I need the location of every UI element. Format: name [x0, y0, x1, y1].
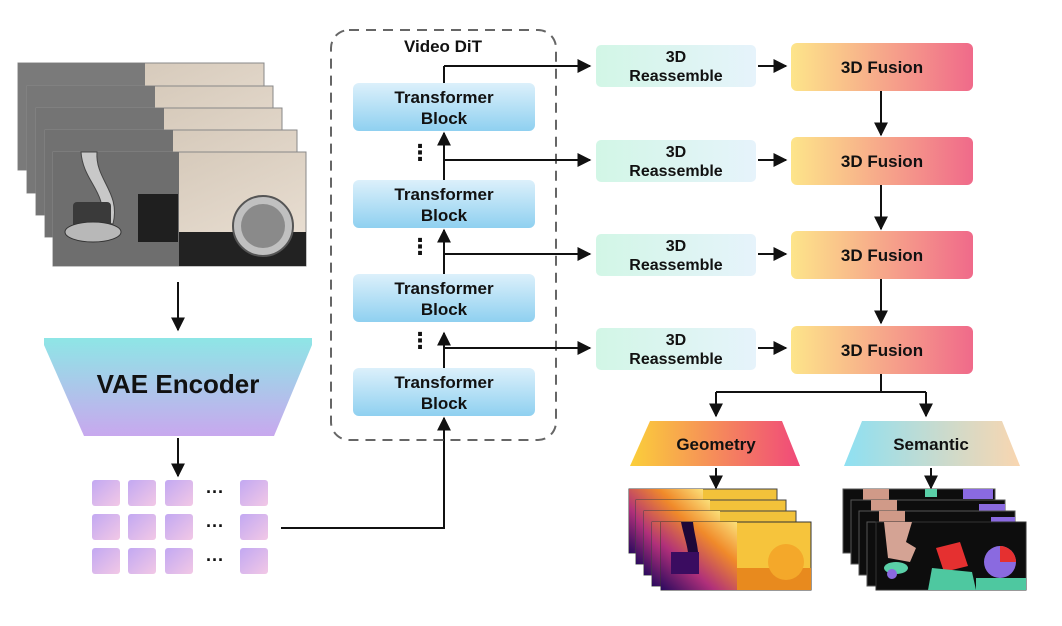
vae-encoder-label: VAE Encoder: [97, 369, 260, 399]
horizontal-ellipsis: ···: [206, 550, 224, 570]
latent-token: [92, 514, 120, 540]
reassemble-label: 3D: [666, 332, 686, 349]
horizontal-ellipsis: ···: [206, 482, 224, 502]
reassemble-block: 3D Reassemble: [596, 328, 756, 370]
transformer-block-label: Transformer: [394, 373, 494, 392]
input-video-frames: [17, 62, 307, 267]
transformer-block-label: Block: [421, 394, 468, 413]
latent-token: [128, 480, 156, 506]
arrow-tokens-to-dit: [281, 416, 451, 529]
reassemble-label: Reassemble: [629, 257, 722, 274]
latent-token: [165, 548, 193, 574]
video-dit-container: [330, 29, 557, 441]
latent-token: [92, 480, 120, 506]
input-frame-front: [52, 151, 307, 267]
latent-token: [92, 548, 120, 574]
latent-token: [240, 480, 268, 506]
depth-output-frames: [628, 488, 812, 591]
geometry-head: Geometry: [630, 421, 800, 466]
transformer-block-label: Block: [421, 300, 468, 319]
vae-encoder: VAE Encoder: [44, 338, 312, 436]
reassemble-block: 3D Reassemble: [596, 234, 756, 276]
reassemble-label: 3D: [666, 49, 686, 66]
vertical-ellipsis: ⋮: [409, 328, 431, 353]
transformer-block-label: Transformer: [394, 88, 494, 107]
reassemble-label: Reassemble: [629, 163, 722, 180]
fusion-stack: 3D Fusion 3D Fusion 3D Fusion 3D Fusion: [791, 43, 973, 374]
reassemble-stack: 3D Reassemble 3D Reassemble 3D Reassemble 3D Re…: [596, 45, 756, 370]
reassemble-label: Reassemble: [629, 351, 722, 368]
latent-token: [128, 548, 156, 574]
reassemble-block: 3D Reassemble: [596, 140, 756, 182]
fusion-label: 3D Fusion: [841, 58, 923, 77]
fusion-label: 3D Fusion: [841, 152, 923, 171]
vertical-ellipsis: ⋮: [409, 234, 431, 259]
latent-token: [240, 514, 268, 540]
seg-frame-front: [875, 521, 1027, 591]
connector-arrows: [444, 59, 888, 355]
fusion-block: 3D Fusion: [791, 43, 973, 91]
latent-token: [165, 514, 193, 540]
transformer-block-label: Block: [421, 109, 468, 128]
transformer-block-stack: TransformerBlockTransformerBlockTransfor…: [353, 83, 535, 416]
fusion-block: 3D Fusion: [791, 137, 973, 185]
latent-token-grid: ··· ··· ···: [92, 480, 268, 574]
vertical-ellipsis: ⋮: [409, 140, 431, 165]
reassemble-label: Reassemble: [629, 68, 722, 85]
fusion-label: 3D Fusion: [841, 341, 923, 360]
reassemble-label: 3D: [666, 144, 686, 161]
fusion-block: 3D Fusion: [791, 326, 973, 374]
fusion-label: 3D Fusion: [841, 246, 923, 265]
semantic-head: Semantic: [844, 421, 1020, 466]
transformer-block-label: Transformer: [394, 279, 494, 298]
vertical-ellipsis-group: ⋮ ⋮ ⋮: [409, 140, 431, 353]
semantic-head-label: Semantic: [893, 435, 969, 454]
reassemble-block: 3D Reassemble: [596, 45, 756, 87]
fusion-block: 3D Fusion: [791, 231, 973, 279]
transformer-block-label: Transformer: [394, 185, 494, 204]
semantic-output-frames: [842, 488, 1027, 591]
latent-token: [240, 548, 268, 574]
video-dit-title: Video DiT: [404, 37, 483, 56]
latent-token: [165, 480, 193, 506]
horizontal-ellipsis: ···: [206, 516, 224, 536]
latent-token: [128, 514, 156, 540]
reassemble-label: 3D: [666, 238, 686, 255]
geometry-head-label: Geometry: [676, 435, 756, 454]
transformer-block-label: Block: [421, 206, 468, 225]
depth-frame-front: [660, 521, 812, 591]
